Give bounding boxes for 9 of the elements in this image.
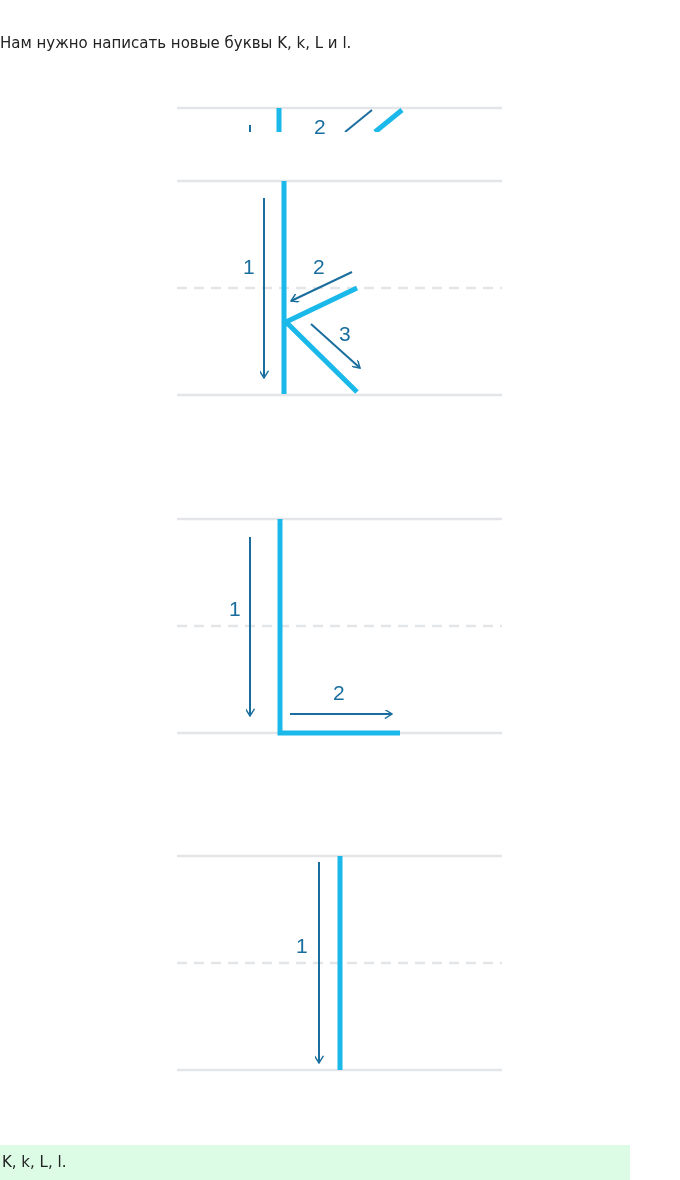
stroke-number: 1 [243,256,255,277]
stroke-number: 3 [339,323,351,344]
stroke-number: 1 [229,598,241,619]
instruction-text: Нам нужно написать новые буквы K, k, L и l. [0,34,352,52]
stroke-number: 1 [296,935,308,956]
answer-text: K, k, L, l. [0,1145,630,1180]
stroke-number: 2 [313,256,325,277]
stroke-number: 2 [333,682,345,703]
stroke-number: 2 [314,116,326,137]
